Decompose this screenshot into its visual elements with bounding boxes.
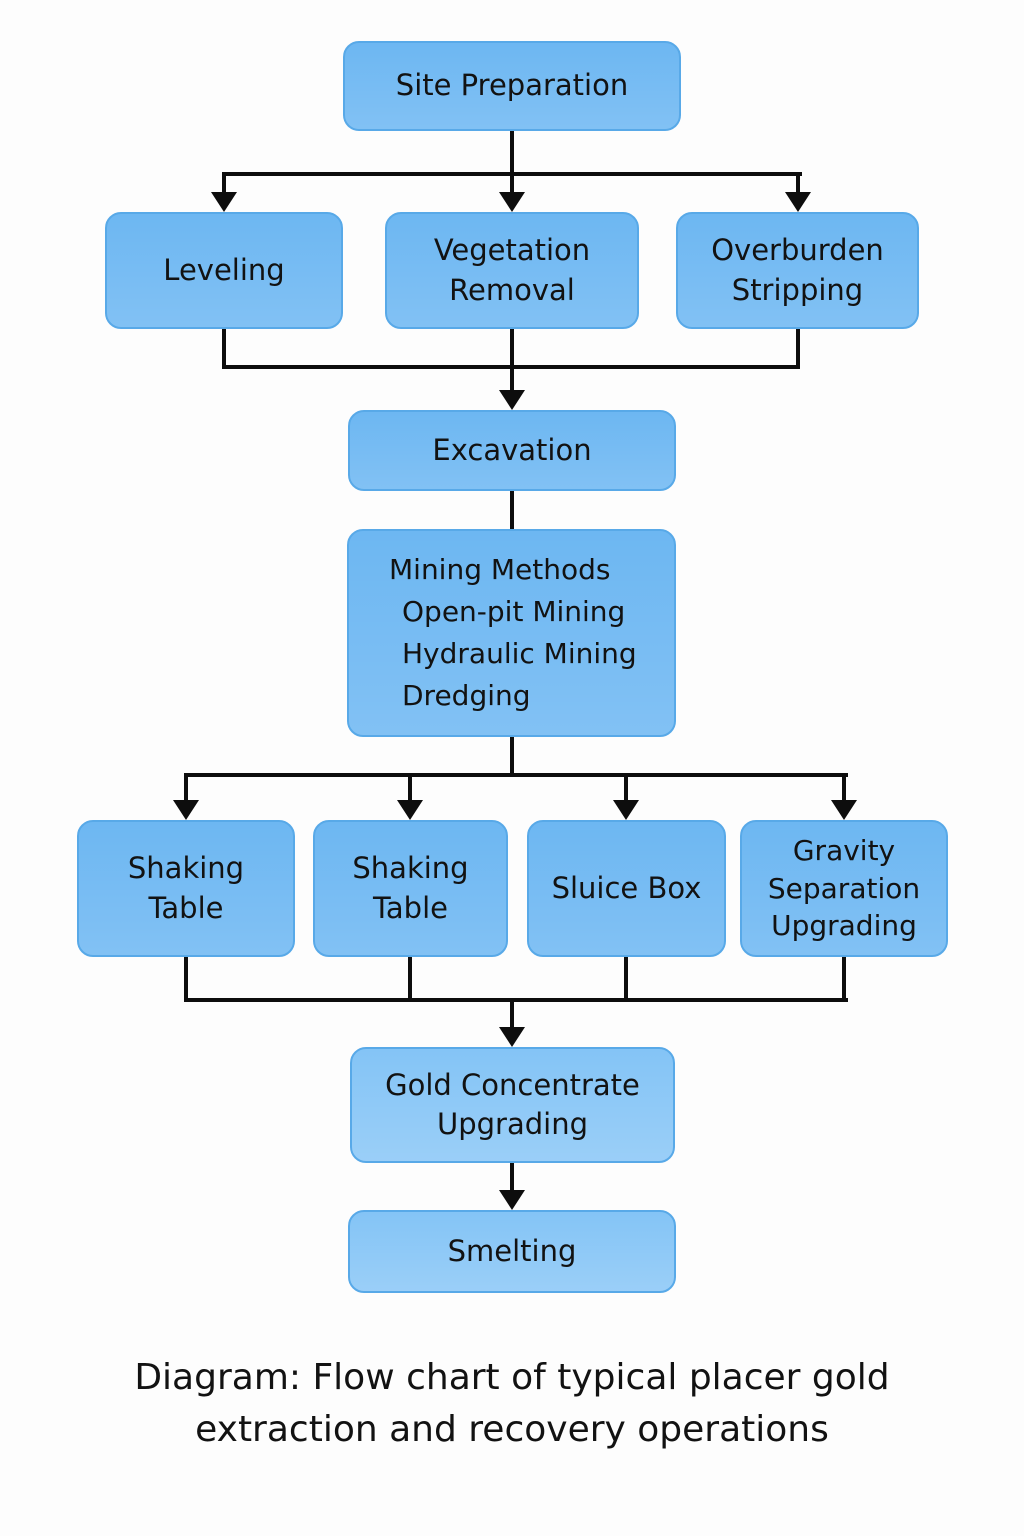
arrowhead-to-gravity-separation [831,800,857,820]
node-leveling: Leveling [105,212,343,329]
connector-branch2-to-shaking2 [408,773,412,802]
arrowhead-to-shaking-table-2 [397,800,423,820]
arrowhead-to-gold-concentrate [499,1027,525,1047]
connector-shaking2-down [408,957,412,1002]
connector-leveling-down [222,329,226,369]
arrowhead-to-overburden-stripping [785,192,811,212]
node-sluice-box: Sluice Box [527,820,726,957]
node-shaking-table-2: Shaking Table [313,820,508,957]
arrowhead-to-shaking-table-1 [173,800,199,820]
diagram-caption: Diagram: Flow chart of typical placer go… [0,1352,1024,1456]
node-mining-methods-item: Open-pit Mining [402,595,626,628]
connector-branch1-to-leveling [222,172,226,196]
connector-collector2-to-gold-concentrate [510,998,514,1029]
node-gold-concentrate-upgrading-label: Gold Concentrate Upgrading [385,1067,640,1141]
node-excavation: Excavation [348,410,676,491]
connector-sluice-down [624,957,628,1002]
diagram-caption-line1: Diagram: Flow chart of typical placer go… [134,1357,890,1398]
node-site-preparation: Site Preparation [343,41,681,131]
node-gravity-separation-upgrading-label: Gravity Separation Upgrading [767,833,921,943]
node-shaking-table-1-label: Shaking Table [127,851,245,925]
node-mining-methods: Mining Methods Open-pit Mining Hydraulic… [347,529,676,737]
arrowhead-to-leveling [211,192,237,212]
connector-collector1-to-excavation [510,365,514,392]
connector-branch2-to-gravity [842,773,846,802]
node-vegetation-removal: Vegetation Removal [385,212,639,329]
arrowhead-to-smelting [499,1190,525,1210]
connector-gold-concentrate-down [510,1163,514,1192]
connector-branch1-to-overburden [796,172,800,196]
connector-gravity-down [842,957,846,1002]
connector-excavation-to-mining-methods [510,491,514,529]
node-overburden-stripping-label: Overburden Stripping [711,233,884,307]
arrowhead-to-vegetation-removal [499,192,525,212]
node-mining-methods-item: Dredging [402,679,531,712]
diagram-caption-line2: extraction and recovery operations [195,1409,829,1451]
arrowhead-to-excavation [499,390,525,410]
arrowhead-to-sluice-box [613,800,639,820]
connector-vegetation-down [510,329,514,369]
connector-mining-methods-down [510,737,514,777]
node-site-preparation-label: Site Preparation [395,68,629,103]
connector-branch2-to-shaking1 [184,773,188,802]
node-mining-methods-title: Mining Methods [389,553,611,586]
node-shaking-table-1: Shaking Table [77,820,295,957]
connector-branch2-to-sluice [624,773,628,802]
node-excavation-label: Excavation [432,432,592,467]
node-sluice-box-label: Sluice Box [551,870,702,905]
node-overburden-stripping: Overburden Stripping [676,212,919,329]
node-shaking-table-2-label: Shaking Table [352,851,469,925]
node-smelting: Smelting [348,1210,676,1293]
node-smelting-label: Smelting [447,1233,577,1268]
connector-branch1-horizontal [222,172,802,176]
connector-shaking1-down [184,957,188,1002]
connector-site-prep-down [510,131,514,194]
connector-collector2-horizontal [184,998,848,1002]
node-leveling-label: Leveling [163,252,285,287]
connector-branch2-horizontal [184,773,848,777]
connector-overburden-down [796,329,800,369]
node-mining-methods-item: Hydraulic Mining [402,637,637,670]
node-gold-concentrate-upgrading: Gold Concentrate Upgrading [350,1047,675,1163]
node-vegetation-removal-label: Vegetation Removal [433,233,591,307]
node-gravity-separation-upgrading: Gravity Separation Upgrading [740,820,948,957]
